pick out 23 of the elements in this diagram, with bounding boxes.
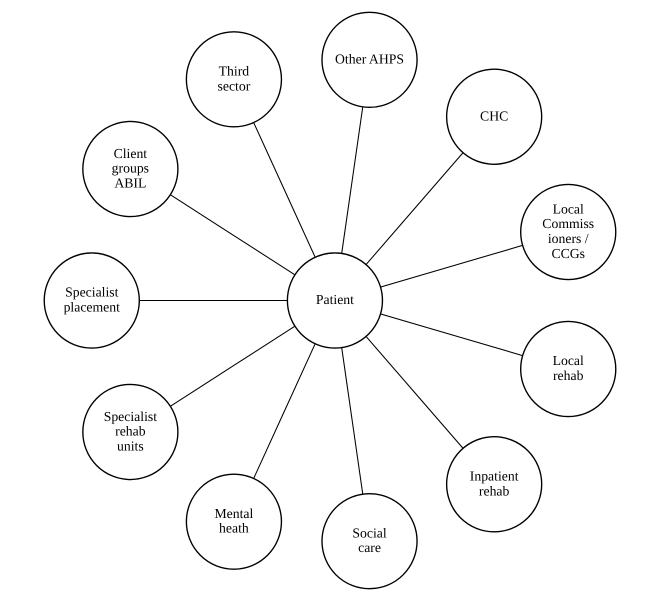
connector bbox=[341, 348, 364, 494]
node-circle: Inpatient rehab bbox=[446, 436, 542, 532]
connector bbox=[139, 300, 288, 302]
node-circle: Local Commiss ioners / CCGs bbox=[520, 184, 616, 280]
node-circle: Local rehab bbox=[520, 320, 616, 418]
connector bbox=[253, 122, 316, 258]
connector bbox=[380, 244, 523, 288]
node-circle: Client groups ABIL bbox=[82, 120, 179, 218]
connector bbox=[366, 336, 464, 448]
node-circle: CHC bbox=[446, 68, 542, 165]
connector bbox=[366, 152, 464, 265]
node-circle: Specialist rehab units bbox=[82, 384, 179, 480]
connector bbox=[341, 106, 364, 254]
connector bbox=[170, 326, 295, 406]
node-circle: Social care bbox=[321, 492, 418, 590]
connector bbox=[253, 344, 316, 478]
connector bbox=[380, 313, 523, 356]
node-circle: Other AHPS bbox=[321, 12, 418, 108]
connector bbox=[170, 194, 295, 275]
node-circle: Patient bbox=[286, 252, 384, 349]
node-circle: Specialist placement bbox=[44, 252, 140, 349]
node-circle: Third sector bbox=[186, 31, 282, 128]
node-circle: Mental heath bbox=[186, 473, 282, 570]
